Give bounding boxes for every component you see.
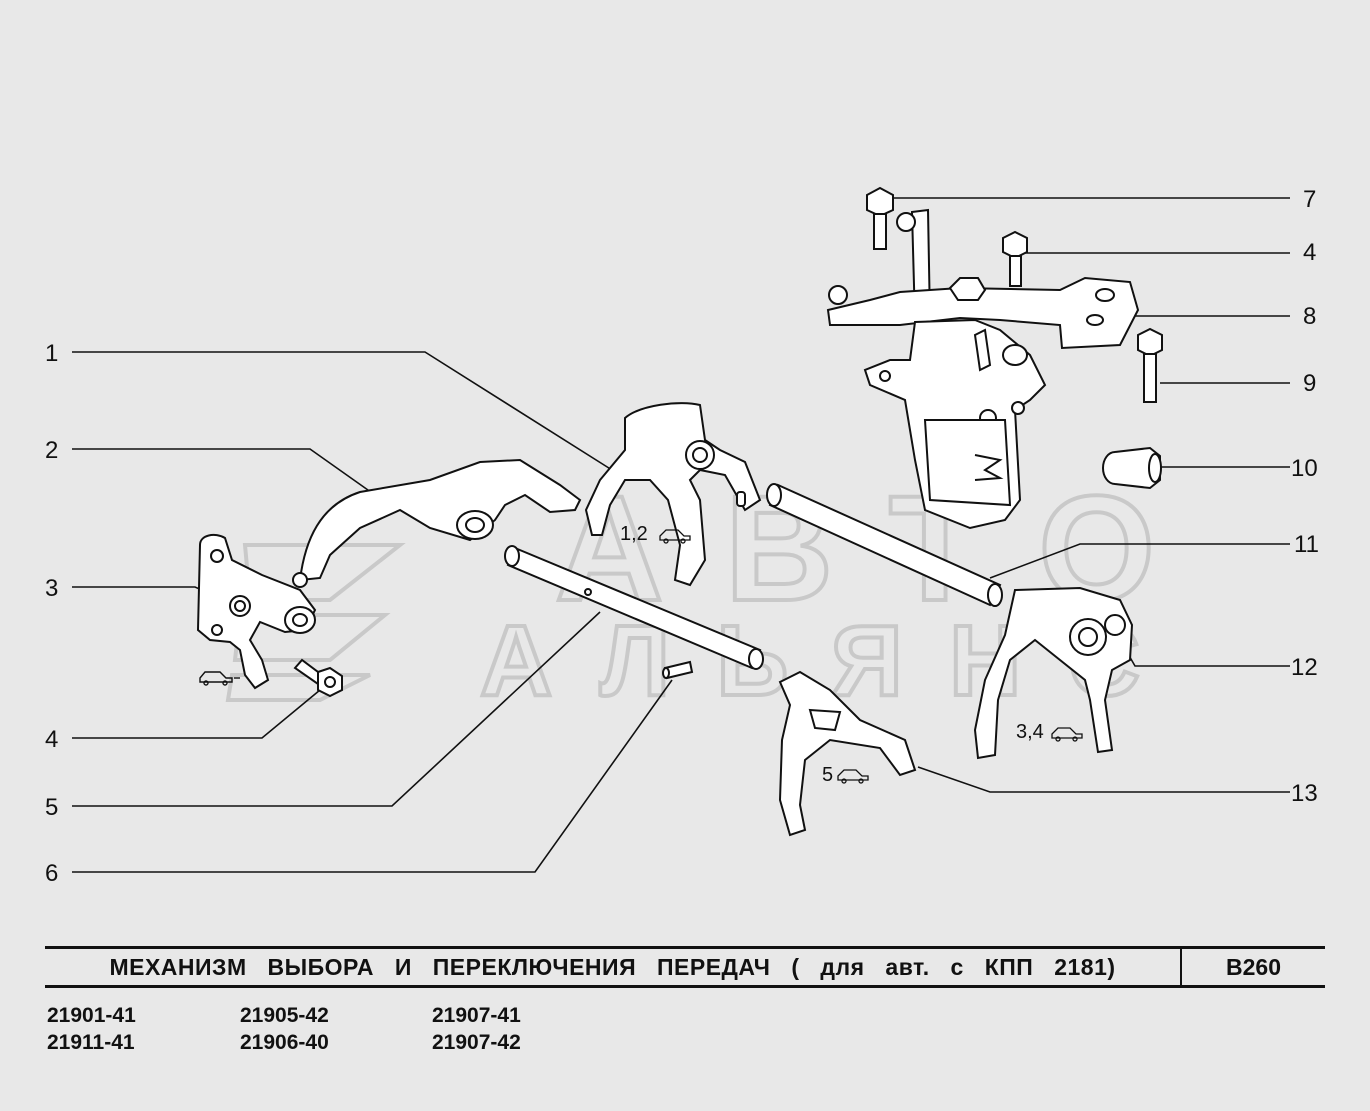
car-icon [837,769,869,784]
callout-1: 1 [45,340,59,367]
callout-4-right: 4 [1303,239,1317,266]
bolt-part-4-right [1002,230,1028,287]
callout-3: 3 [45,575,59,602]
bolt-part-9 [1137,327,1163,403]
callout-12: 12 [1291,654,1318,681]
title-divider [1180,949,1182,985]
bushing-part-10 [1102,446,1162,490]
callout-6: 6 [45,860,59,887]
shift-fork-part-12 [973,586,1134,760]
model-code: 21901-41 [47,1004,136,1027]
leader-11 [989,543,1290,579]
callout-9: 9 [1303,370,1317,397]
shift-fork-part-1 [584,402,762,587]
shift-lever-part-2 [292,458,582,588]
gear-label-3-4: 3,4 [1016,721,1044,743]
callout-5: 5 [45,794,59,821]
model-code: 21907-42 [432,1031,521,1054]
leader-12 [1119,639,1290,667]
model-code: 21906-40 [240,1031,329,1054]
callout-13: 13 [1291,780,1318,807]
car-icon [199,671,240,686]
pin-part-6 [662,660,694,680]
callout-7: 7 [1303,186,1317,213]
callout-10: 10 [1291,455,1318,482]
callout-8: 8 [1303,303,1317,330]
leader-13 [917,766,1290,793]
leader-5 [72,611,601,807]
gear-label-1-2: 1,2 [620,523,648,545]
callout-4-left: 4 [45,726,59,753]
model-code: 21907-41 [432,1004,521,1027]
bolt-part-4-left [293,658,343,698]
selector-mechanism-part-8 [826,208,1140,530]
model-code: 21905-42 [240,1004,329,1027]
bolt-part-7 [866,186,894,250]
shift-rod-part-5 [504,545,764,670]
leader-1 [72,351,613,471]
model-code: 21911-41 [47,1031,135,1054]
callout-11: 11 [1294,531,1319,558]
shift-fork-part-13 [778,670,917,837]
callout-2: 2 [45,437,59,464]
leader-4-left [72,689,321,739]
leader-2 [72,448,376,496]
bracket-part-3 [196,533,317,690]
car-icon [1051,727,1083,742]
car-icon [659,529,691,544]
leader-6 [72,679,673,873]
gear-label-5: 5 [822,764,834,786]
diagram-title: МЕХАНИЗМ ВЫБОРА И ПЕРЕКЛЮЧЕНИЯ ПЕРЕДАЧ (… [109,953,1116,980]
title-bar: МЕХАНИЗМ ВЫБОРА И ПЕРЕКЛЮЧЕНИЯ ПЕРЕДАЧ (… [45,946,1325,988]
page-code: B260 [1226,953,1281,980]
shift-rod-part-11 [766,483,1003,607]
